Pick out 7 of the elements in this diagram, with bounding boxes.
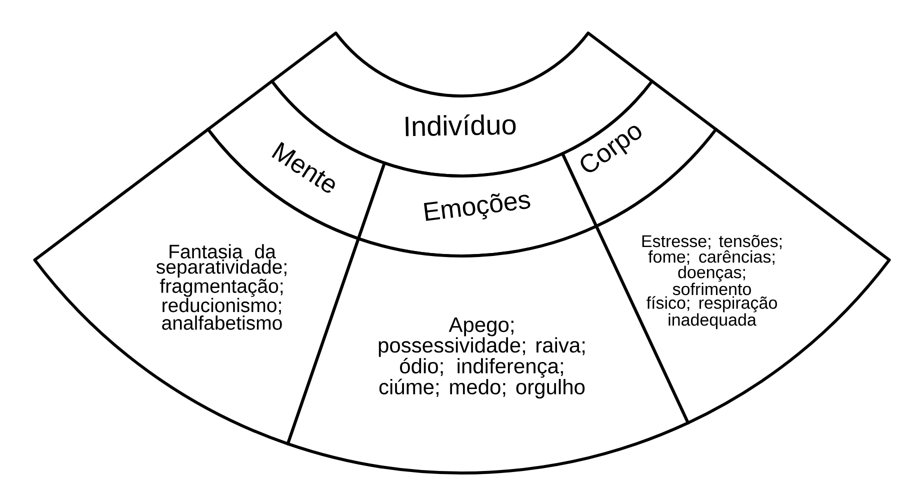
- cell-text: Fantasia da separatividade; fragmentação; reducionismo; analfabetismo: [156, 244, 286, 330]
- text-cell: [33, 128, 360, 446]
- heading: Indivíduo: [406, 114, 516, 136]
- cell-text: Apego; possessividade; raiva; ódio; indiferença; ciúme; medo; orgulho: [378, 317, 585, 399]
- heading: Emoções: [424, 193, 530, 221]
- cell-text: Estresse; tensões; fome; carências; doenças; sofrimento físico; respiração inadequada: [642, 234, 782, 330]
- heading-cell: [561, 80, 718, 228]
